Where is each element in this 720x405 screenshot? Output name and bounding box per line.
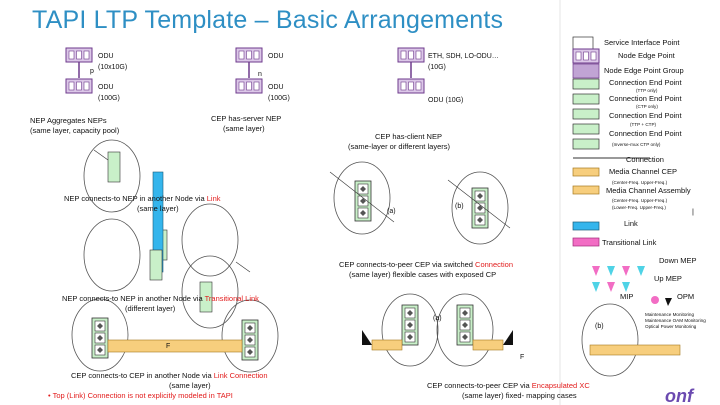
cep-client-caption-1: CEP has-client NEP xyxy=(375,132,442,141)
nep-aggregate-group xyxy=(65,47,93,94)
cep1-icon xyxy=(572,78,600,90)
cep-server-caption-1: CEP has-server NEP xyxy=(211,114,282,123)
eth-sub: (10G) xyxy=(428,64,446,71)
svg-text:onf: onf xyxy=(665,386,695,405)
legend-bar: | xyxy=(692,207,694,216)
link-connection-note: • Top (Link) Connection is not explicitl… xyxy=(48,391,233,400)
legend-cep4-tag: (TTP + CTP) xyxy=(630,122,657,127)
legend-cep1: Connection End Point xyxy=(609,78,682,87)
switched-caption-1: CEP connects-to-peer CEP via switched Co… xyxy=(339,260,513,269)
nep-aggregate-caption-2: (same layer, capacity pool) xyxy=(30,126,120,135)
odu-server-upper-label: ODU xyxy=(268,53,284,60)
switched-label-a: (a) xyxy=(387,208,396,215)
legend-nepg: Node Edge Point Group xyxy=(604,66,684,75)
transitional-caption-1: NEP connects-to NEP in another Node via … xyxy=(62,294,259,303)
legend-nep: Node Edge Point xyxy=(618,51,675,60)
legend-cep2-tag: (TTP only) xyxy=(636,88,658,93)
link-connection-caption-1: CEP connects-to CEP in another Node via … xyxy=(71,371,268,380)
odu-client-label: ODU (10G) xyxy=(428,97,464,104)
legend-connection: Connection xyxy=(626,155,664,164)
odu-lower-label: ODU xyxy=(98,84,114,91)
transitional-link-icon xyxy=(572,237,600,247)
mc-cep-icon xyxy=(572,167,600,177)
legend-mc-cep: Media Channel CEP xyxy=(609,167,677,176)
nepg-icon xyxy=(572,63,600,79)
nep-lower xyxy=(65,78,93,94)
legend-mc-tag: (Center-Freq. Upper-Freq.) xyxy=(612,180,668,185)
legend-opm: OPM xyxy=(677,292,695,301)
cep2-icon xyxy=(572,93,600,105)
odu-lower-sub: (100G) xyxy=(98,95,120,102)
nep-legend-icon xyxy=(572,48,600,64)
cep-encapsulated-diagram xyxy=(362,293,681,377)
nep-client-lower xyxy=(397,78,425,94)
odu-server-lower-sub: (100G) xyxy=(268,95,290,102)
nep-upper xyxy=(65,47,93,63)
legend-cep2: Connection End Point xyxy=(609,94,682,103)
odu-server-lower-label: ODU xyxy=(268,84,284,91)
cep-client-caption-2: (same-layer or different layers) xyxy=(348,142,450,151)
nep-server-lower xyxy=(235,78,263,94)
legend-cep3: Connection End Point xyxy=(609,111,682,120)
nep-link-caption-2: (same layer) xyxy=(137,204,179,213)
legend-mca: Media Channel Assembly xyxy=(606,186,691,195)
p-label: p xyxy=(90,68,94,75)
legend-mca-tag1: (Center-Freq. Upper-Freq.) xyxy=(612,198,668,203)
legend-link: Link xyxy=(624,219,638,228)
link-connection-f-label: F xyxy=(166,343,171,350)
page-title: TAPI LTP Template – Basic Arrangements xyxy=(32,6,504,34)
encapsulated-caption-1: CEP connects-to-peer CEP via Encapsulate… xyxy=(427,381,590,390)
odu-upper-sub: (10x10G) xyxy=(98,64,128,71)
nep-link-caption-1: NEP connects-to NEP in another Node via … xyxy=(64,194,221,203)
nep-server-upper xyxy=(235,47,263,63)
nep-transitional-diagram xyxy=(83,218,239,329)
link-connection-caption-2: (same layer) xyxy=(169,381,211,390)
legend-up-mep: Up MEP xyxy=(654,274,682,283)
legend-icons xyxy=(572,36,672,306)
legend-maint1: Maintenance Monitoring xyxy=(645,312,695,317)
nep-client-upper xyxy=(397,47,425,63)
cep4-icon xyxy=(572,123,600,135)
transitional-caption-2: (different layer) xyxy=(125,304,176,313)
switched-label-b: (b) xyxy=(455,203,464,210)
onf-logo-icon: onf xyxy=(665,386,695,405)
odu-upper-label: ODU xyxy=(98,53,114,60)
cep-switched-diagram xyxy=(329,161,511,245)
legend-maint3: Optical Power Monitoring xyxy=(645,324,697,329)
legend-maint2: Maintenance OAM Monitoring xyxy=(645,318,706,323)
encapsulated-label-b: (b) xyxy=(595,323,604,330)
legend-mca-tag2: (Lower-Freq. Upper-Freq.) xyxy=(612,205,666,210)
legend-cep5-tag: (Inverse-mux CTP only) xyxy=(612,142,661,147)
encapsulated-label-a: (a) xyxy=(433,315,442,322)
legend-cep4: Connection End Point xyxy=(609,129,682,138)
mca-icon xyxy=(572,185,600,195)
link-icon xyxy=(572,221,600,231)
n-label: n xyxy=(258,71,262,78)
opm-icon xyxy=(665,298,672,306)
cep-link-connection-diagram xyxy=(71,298,279,373)
legend-cep3-tag: (CTP only) xyxy=(636,104,658,109)
nep-aggregate-caption-1: NEP Aggregates NEPs xyxy=(30,116,107,125)
legend-sip: Service Interface Point xyxy=(604,38,680,47)
legend-transitional: Transitional Link xyxy=(602,238,657,247)
eth-label: ETH, SDH, LO-ODU… xyxy=(428,53,499,60)
up-mep-icon xyxy=(592,282,600,292)
cep3-icon xyxy=(572,108,600,120)
cep-server-caption-2: (same layer) xyxy=(223,124,265,133)
encapsulated-f-label: F xyxy=(520,354,525,361)
legend-down-mep: Down MEP xyxy=(659,256,697,265)
mip-icon xyxy=(651,296,659,304)
encapsulated-caption-2: (same layer) fixed- mapping cases xyxy=(462,391,577,400)
cep-server-nep-group xyxy=(235,47,263,94)
cep-client-nep-group xyxy=(397,47,425,94)
legend-mip: MIP xyxy=(620,292,634,301)
down-mep-icon xyxy=(592,266,600,276)
sip-icon xyxy=(572,36,594,50)
cep5-icon xyxy=(572,138,600,150)
switched-caption-2: (same layer) flexible cases with exposed… xyxy=(349,270,497,279)
link-connection-bar xyxy=(107,339,243,353)
